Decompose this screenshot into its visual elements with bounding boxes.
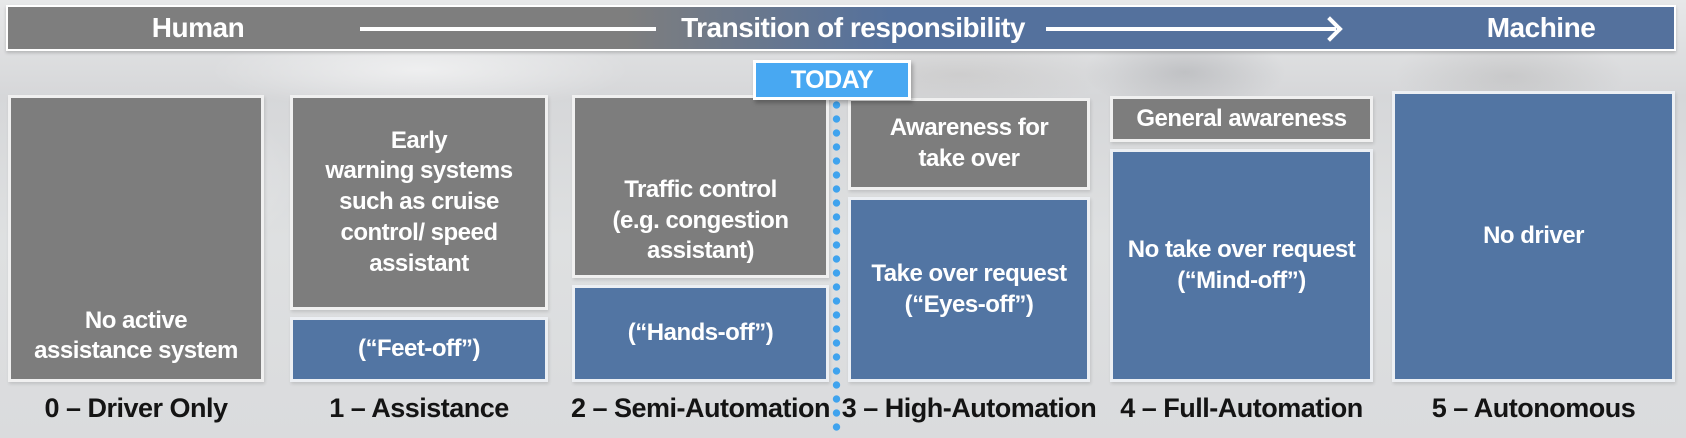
level-column-3: Awareness for take over Take over reques… — [842, 0, 1097, 438]
machine-task-box: Take over request (“Eyes-off”) — [848, 197, 1090, 382]
today-badge: TODAY — [753, 60, 911, 100]
responsibility-gradient-bar: Human Transition of responsibility Machi… — [6, 5, 1676, 51]
level-label: 1 – Assistance — [329, 392, 509, 423]
level-column-1: Early warning systems such as cruise con… — [290, 0, 548, 438]
level-label: 0 – Driver Only — [44, 392, 228, 423]
machine-task-text: (“Feet-off”) — [358, 335, 480, 363]
human-task-box: Traffic control (e.g. congestion assista… — [572, 95, 829, 278]
level-column-4: General awareness No take over request (… — [1110, 0, 1373, 438]
today-divider-line — [831, 98, 842, 432]
machine-task-box: No take over request (“Mind-off”) — [1110, 149, 1373, 382]
human-task-text: General awareness — [1136, 104, 1347, 132]
human-task-box: No active assistance system — [8, 95, 264, 382]
transition-label: Transition of responsibility — [681, 12, 1025, 43]
transition-arrow-line — [1046, 16, 1343, 42]
machine-task-box: (“Hands-off”) — [572, 285, 829, 382]
transition-line-left — [360, 27, 656, 31]
level-label: 3 – High-Automation — [841, 392, 1097, 423]
human-task-text: No active assistance system — [34, 306, 238, 365]
level-label: 5 – Autonomous — [1431, 392, 1636, 423]
human-task-box: Early warning systems such as cruise con… — [290, 95, 548, 310]
machine-task-text: No take over request (“Mind-off”) — [1127, 235, 1356, 294]
machine-task-text: No driver — [1483, 222, 1584, 250]
machine-label: Machine — [1486, 12, 1596, 43]
machine-task-text: (“Hands-off”) — [627, 319, 774, 347]
human-task-text: Traffic control (e.g. congestion assista… — [612, 175, 789, 265]
human-task-box: General awareness — [1110, 96, 1373, 142]
level-column-0: No active assistance system 0 – Driver O… — [8, 0, 264, 438]
human-task-box: Awareness for take over — [848, 98, 1090, 190]
today-label: TODAY — [790, 65, 874, 94]
human-task-text: Early warning systems such as cruise con… — [325, 126, 513, 277]
level-column-2: Traffic control (e.g. congestion assista… — [571, 0, 831, 438]
human-label: Human — [151, 12, 245, 43]
level-label: 2 – Semi-Automation — [570, 392, 831, 423]
level-label: 4 – Full-Automation — [1120, 392, 1363, 423]
machine-task-box: (“Feet-off”) — [290, 317, 548, 382]
machine-task-text: Take over request (“Eyes-off”) — [871, 259, 1067, 318]
machine-task-box: No driver — [1392, 91, 1675, 382]
level-column-5: No driver 5 – Autonomous — [1392, 0, 1675, 438]
human-task-text: Awareness for take over — [889, 114, 1049, 172]
